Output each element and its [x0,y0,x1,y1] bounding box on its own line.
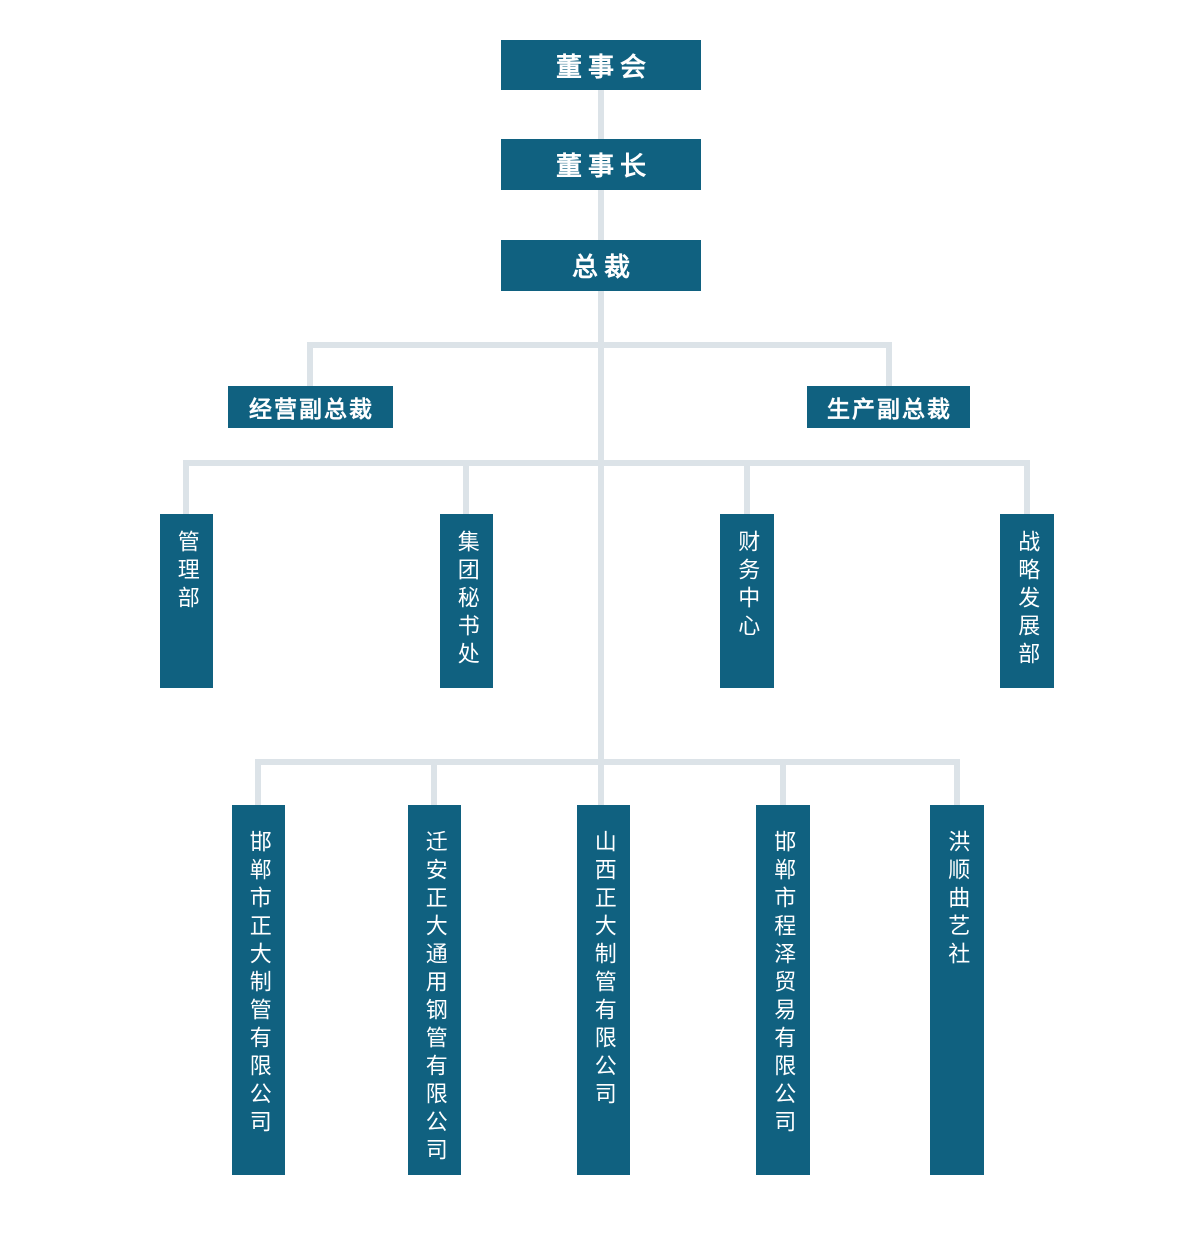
connector-board-chairman [598,90,604,139]
node-dept-management: 管理部 [160,514,213,688]
connector-vp-right-drop [886,342,892,386]
node-sub-qianan-zhengda-steel-pipe: 迁安正大通用钢管有限公司 [408,805,461,1175]
node-sub-shanxi-zhengda-pipe: 山西正大制管有限公司 [577,805,630,1175]
node-sub-qianan-zhengda-steel-pipe-label: 迁安正大通用钢管有限公司 [422,830,448,1166]
node-dept-management-label: 管理部 [174,530,200,614]
node-sub-handan-zhengda-pipe-label: 邯郸市正大制管有限公司 [246,830,272,1138]
node-vp-operations: 经营副总裁 [228,386,393,428]
node-sub-handan-chengze-trading: 邯郸市程泽贸易有限公司 [756,805,810,1175]
node-sub-shanxi-zhengda-pipe-label: 山西正大制管有限公司 [591,830,617,1110]
node-vp-production: 生产副总裁 [807,386,970,428]
connector-vp-rail [307,342,892,348]
node-dept-group-secretariat-label: 集团秘书处 [454,530,480,670]
connector-sub-rail [255,759,960,765]
node-dept-strategic-development-label: 战略发展部 [1015,530,1041,670]
connector-sub-drop-4 [780,759,786,805]
node-dept-group-secretariat: 集团秘书处 [440,514,493,688]
node-sub-hongshun-quyi-club-label: 洪顺曲艺社 [945,830,971,970]
node-sub-handan-chengze-trading-label: 邯郸市程泽贸易有限公司 [771,830,797,1138]
node-president: 总裁 [501,240,701,291]
connector-sub-drop-3 [598,759,604,805]
connector-dept-drop-2 [463,460,469,514]
connector-president-trunk [598,291,604,805]
connector-vp-left-drop [307,342,313,386]
node-dept-finance-center-label: 财务中心 [735,530,761,642]
connector-dept-rail [183,460,1030,466]
connector-dept-drop-1 [183,460,189,514]
node-sub-hongshun-quyi-club: 洪顺曲艺社 [930,805,984,1175]
node-dept-finance-center: 财务中心 [720,514,774,688]
node-sub-handan-zhengda-pipe: 邯郸市正大制管有限公司 [232,805,285,1175]
connector-dept-drop-3 [744,460,750,514]
connector-sub-drop-5 [954,759,960,805]
node-chairman: 董事长 [501,139,701,190]
node-dept-strategic-development: 战略发展部 [1000,514,1054,688]
connector-sub-drop-2 [431,759,437,805]
connector-sub-drop-1 [255,759,261,805]
node-board: 董事会 [501,40,701,90]
connector-dept-drop-4 [1024,460,1030,514]
connector-chairman-president [598,190,604,240]
